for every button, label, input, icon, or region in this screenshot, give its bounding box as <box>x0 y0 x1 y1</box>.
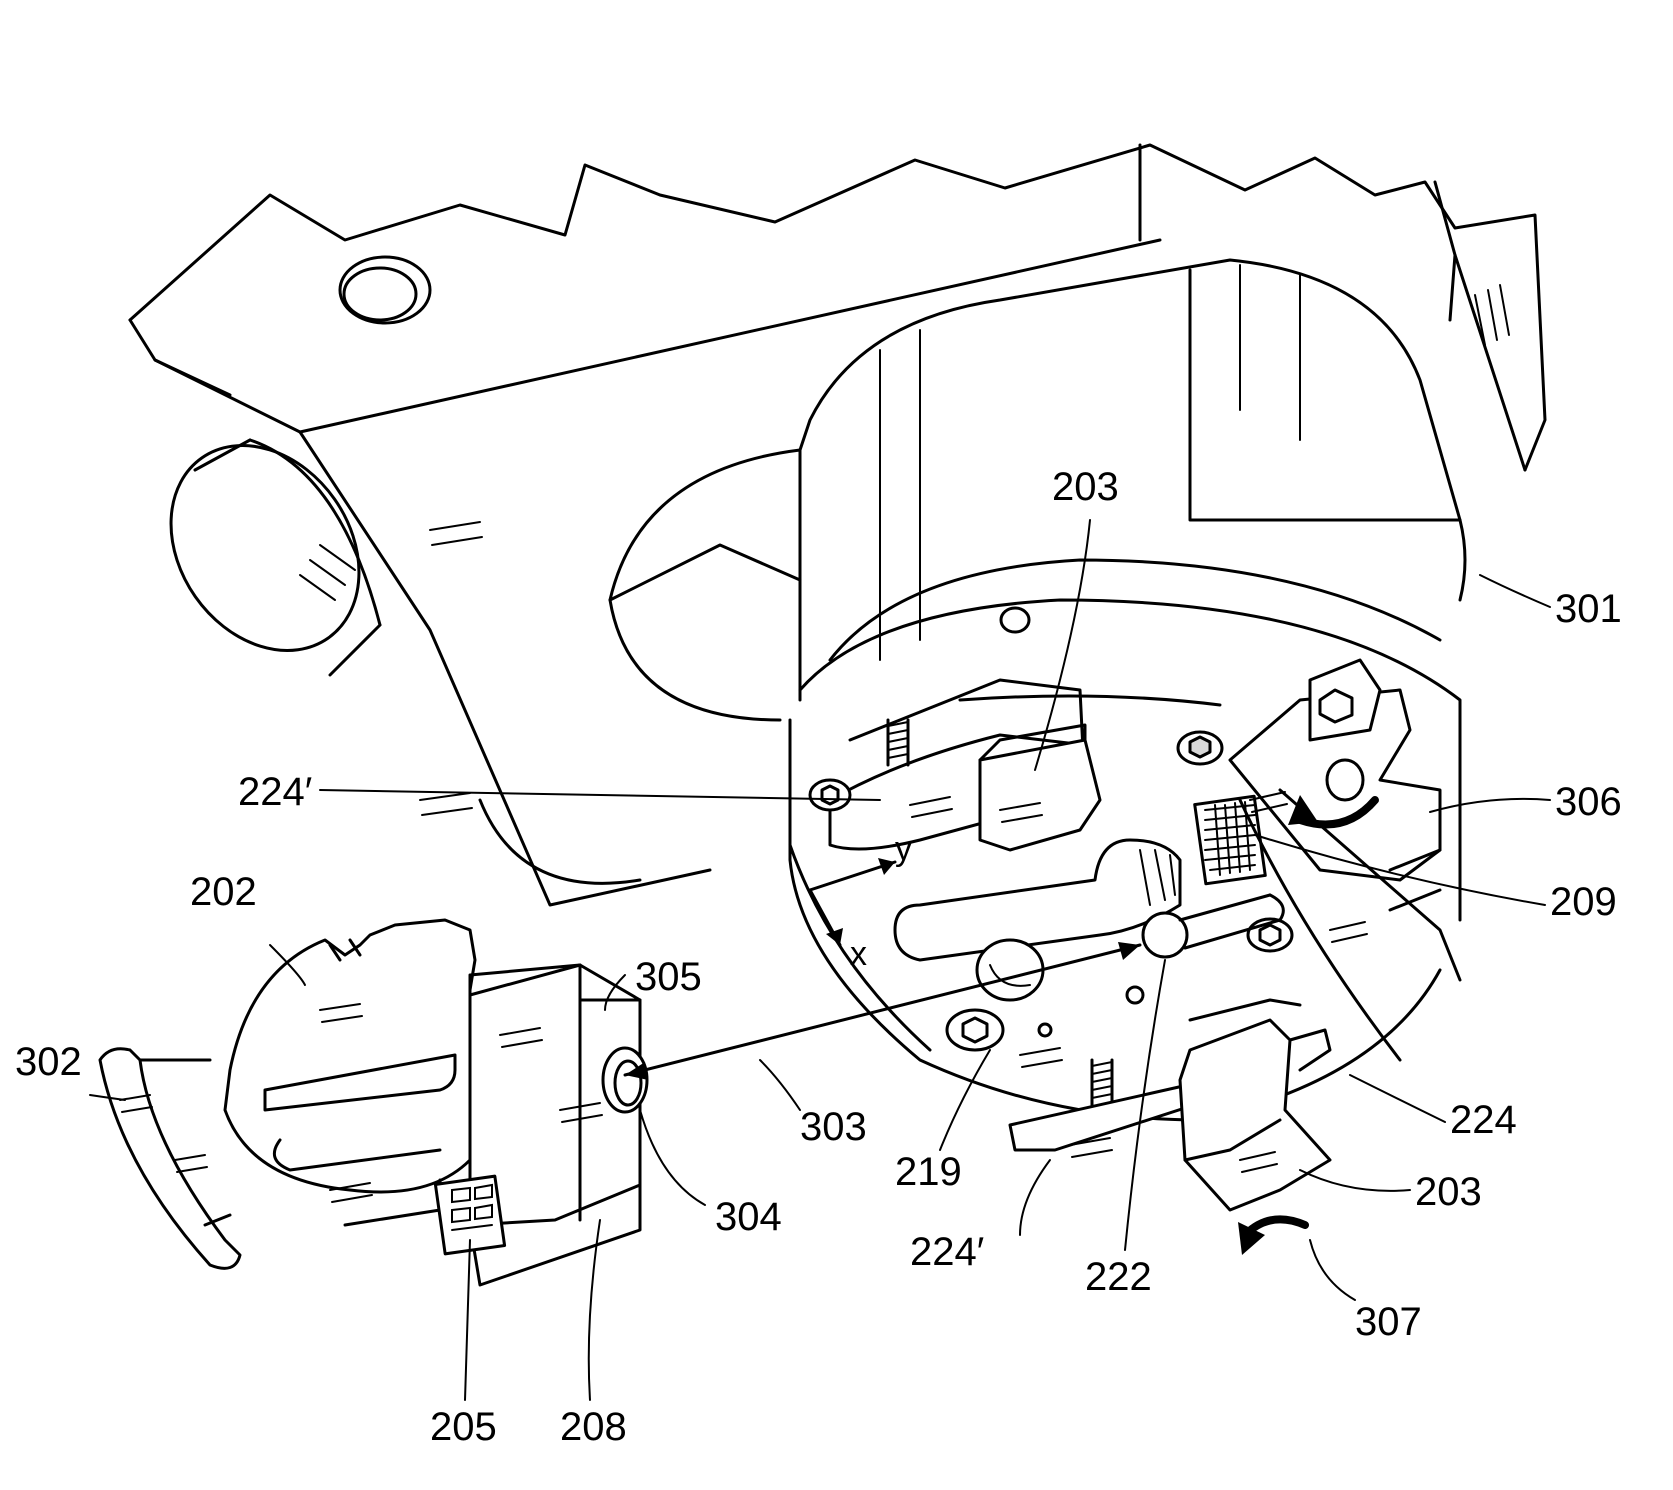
label-202: 202 <box>190 870 257 914</box>
label-302: 302 <box>15 1040 82 1084</box>
label-209: 209 <box>1550 880 1617 924</box>
label-306: 306 <box>1555 780 1622 824</box>
rear-bore-edge <box>610 545 800 600</box>
label-304: 304 <box>715 1195 782 1239</box>
label-301: 301 <box>1555 587 1622 631</box>
label-224-prime-top: 224′ <box>238 770 312 814</box>
label-224: 224 <box>1450 1098 1517 1142</box>
label-307: 307 <box>1355 1300 1422 1344</box>
axis-x-label: x <box>850 935 867 973</box>
xy-axes: y x <box>810 830 912 973</box>
label-222: 222 <box>1085 1255 1152 1299</box>
label-203-bottom: 203 <box>1415 1170 1482 1214</box>
label-224-prime-bottom: 224′ <box>910 1230 984 1274</box>
label-219: 219 <box>895 1150 962 1194</box>
label-305: 305 <box>635 955 702 999</box>
label-208: 208 <box>560 1405 627 1449</box>
label-205: 205 <box>430 1405 497 1449</box>
alignment-line-303 <box>625 942 1140 1080</box>
rotation-arrow-307 <box>1238 1219 1305 1255</box>
label-203-top: 203 <box>1052 465 1119 509</box>
lower-bracket-curve <box>480 800 640 883</box>
left-cylinder <box>132 409 397 687</box>
face-features <box>810 660 1460 1210</box>
cartridge-assembly <box>100 920 647 1285</box>
label-303: 303 <box>800 1105 867 1149</box>
axis-y-label: y <box>895 830 912 868</box>
